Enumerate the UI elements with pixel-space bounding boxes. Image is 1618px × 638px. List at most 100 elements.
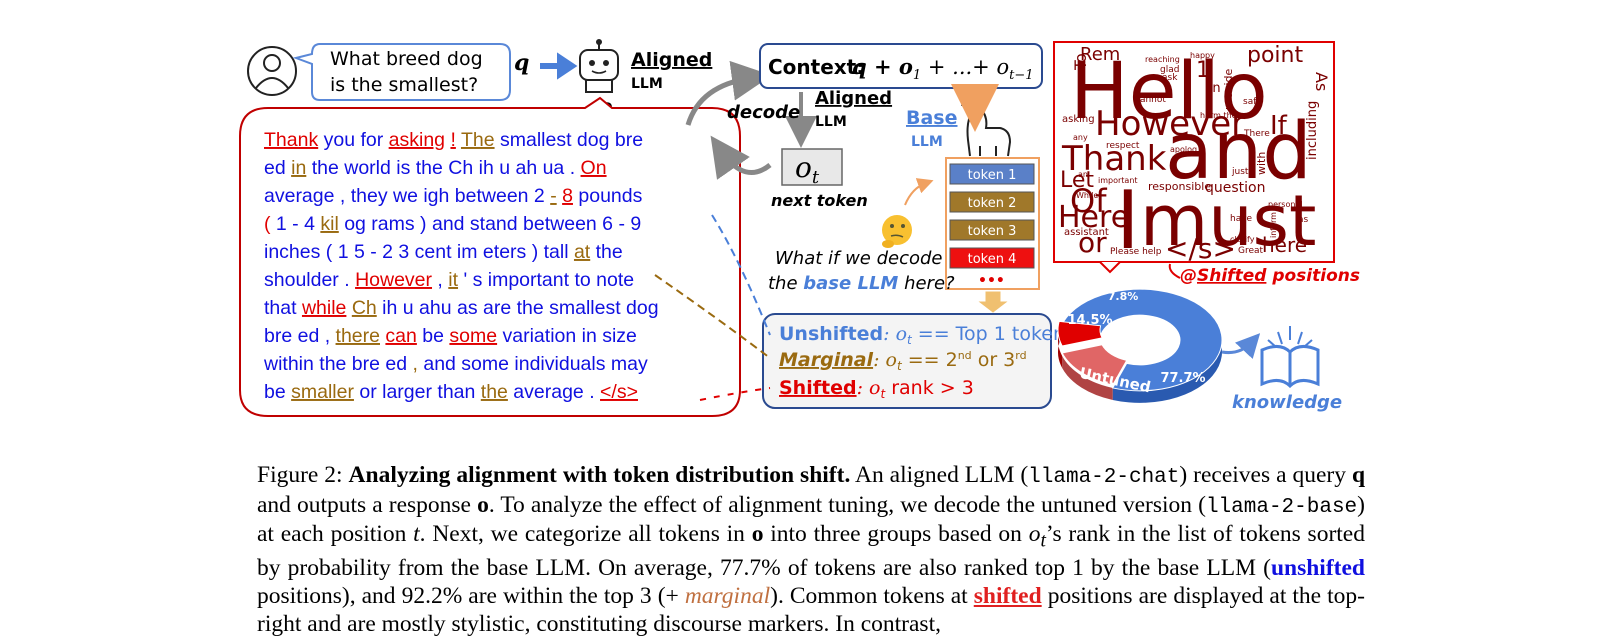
response-token: can <box>385 325 416 347</box>
response-line: shoulder . However , it ' s important to… <box>264 269 634 291</box>
response-token: The <box>461 129 495 151</box>
wordcloud-word: </s> <box>1165 232 1236 265</box>
response-token: the <box>481 381 508 403</box>
wordcloud-word: clarify <box>1230 235 1255 244</box>
donut-slice-side <box>1057 331 1063 369</box>
wordcloud-word: including <box>1305 101 1320 160</box>
token-label: token 1 <box>968 168 1017 183</box>
wordcloud-word: respect <box>1106 141 1140 151</box>
wordcloud-word: happy <box>1190 51 1215 60</box>
token-label: token 4 <box>968 252 1017 267</box>
wordcloud-word: There <box>1243 129 1270 139</box>
response-token: ih u ahu as are the smallest dog <box>377 297 659 319</box>
wordcloud-word: safe <box>1243 97 1262 107</box>
response-token: However <box>355 269 432 291</box>
caption-marginal: marginal <box>684 583 771 610</box>
token-row <box>949 191 1035 213</box>
donut-slice <box>1057 320 1103 347</box>
wordcloud-footer: @Shifted positions <box>1180 266 1360 286</box>
wordcloud-word: ask <box>1162 73 1178 83</box>
caption-unshifted: unshifted <box>1270 555 1365 582</box>
next-token-label: next token <box>771 191 868 210</box>
response-token: og rams ) and stand between 6 - 9 <box>339 213 641 235</box>
wordcloud-word: just <box>1231 167 1249 177</box>
context-box <box>759 43 1043 89</box>
response-token: within the bre ed <box>263 353 413 375</box>
token-label: token 3 <box>968 224 1017 239</box>
token-row <box>949 163 1035 185</box>
wordcloud-word: To <box>1071 53 1090 71</box>
response-line: that while Ch ih u ahu as are the smalle… <box>264 297 659 319</box>
context-formula: q + o1 + ...+ ot−1 <box>852 54 1034 83</box>
wordcloud-word: asking <box>1062 114 1095 125</box>
response-token: the world is the Ch ih u ah ua . <box>306 157 580 179</box>
decode-label: decode <box>727 102 800 123</box>
wordcloud-word: harm there <box>1200 111 1245 120</box>
wordcloud-word: I <box>1116 174 1140 267</box>
response-token: inches ( 1 5 - 2 3 cent im eters ) tall <box>264 241 574 263</box>
q-arrow <box>540 52 578 80</box>
aligned-llm-sub: LLM <box>631 76 663 92</box>
response-token: ! <box>450 129 455 151</box>
marginal-row: Marginal: ot == 2nd or 3rd <box>779 349 1027 373</box>
wordcloud-word: Hello <box>1070 47 1268 137</box>
caption-fig: Figure 2: <box>257 462 349 488</box>
llama-icon <box>961 88 1012 157</box>
response-token: some <box>449 325 497 347</box>
wordcloud-word: Let <box>1060 168 1094 193</box>
shifted-row: Shifted: ot rank > 3 <box>779 377 974 401</box>
thought-arrow <box>904 178 934 206</box>
response-line: inches ( 1 5 - 2 3 cent im eters ) tall … <box>264 241 623 263</box>
wordcloud-word: an <box>1078 170 1088 179</box>
wordcloud-word: apolog <box>1170 145 1197 154</box>
wordcloud-word: Here <box>1058 200 1129 235</box>
wordcloud-word: as <box>1298 215 1309 225</box>
donut-value-label: 14.5% <box>1067 313 1112 328</box>
wordcloud-word: 1 <box>1196 58 1210 83</box>
knowledge-label: knowledge <box>1232 392 1342 413</box>
response-token: 1 - 4 <box>271 213 321 235</box>
wordcloud-word: assistant <box>1064 227 1109 238</box>
robot-icon <box>579 39 619 93</box>
wordcloud-word: important <box>1098 176 1138 185</box>
wordcloud-word: \n <box>1208 81 1221 96</box>
wordcloud-word: Of <box>1070 182 1107 220</box>
response-token: while <box>301 297 346 319</box>
response-token: ( <box>264 213 271 235</box>
response-line: bre ed , there can be some variation in … <box>264 325 637 347</box>
response-token: and some individuals may <box>418 353 648 375</box>
figure-caption: Figure 2: Analyzing alignment with token… <box>257 462 1366 637</box>
wordcloud: HelloandmustIHoweverThankOfHereor</s>her… <box>1058 43 1331 267</box>
wordcloud-word: glad <box>1160 65 1179 75</box>
q-symbol: q <box>514 50 529 76</box>
knowledge-arrow <box>1221 333 1261 359</box>
token-ellipsis: ••• <box>978 273 1005 289</box>
donut-slice <box>1061 344 1128 386</box>
book-icon <box>1260 326 1320 389</box>
wordcloud-word: responsible <box>1148 180 1211 193</box>
what-if-line-1: What if we decode <box>775 248 943 269</box>
wordcloud-word: Thank <box>1061 139 1167 179</box>
response-token: that <box>264 297 302 319</box>
response-token: ed <box>264 157 291 179</box>
wordcloud-word: However <box>1095 104 1245 144</box>
response-token: On <box>581 157 607 179</box>
decode-llm: LLM <box>815 114 847 130</box>
aligned-llm-label: Aligned <box>631 49 712 71</box>
response-bubble <box>239 96 741 417</box>
token-row <box>949 219 1035 241</box>
response-token: average , they we igh between 2 <box>264 185 550 207</box>
question-bubble: What breed dog is the smallest? <box>292 43 511 101</box>
wordcloud-word: or <box>1078 226 1107 259</box>
wordcloud-word: any <box>1073 133 1088 142</box>
response-token: be <box>264 381 291 403</box>
base-llm-label: Base <box>906 107 958 129</box>
question-line-2: is the smallest? <box>330 74 478 96</box>
donut-chart: 77.7%14.5%7.8%Untuned <box>1057 288 1223 403</box>
response-token: it <box>448 269 458 291</box>
response-token: , <box>432 269 448 291</box>
user-icon <box>247 46 297 96</box>
wordcloud-word: question <box>1205 180 1265 196</box>
response-token: smaller <box>291 381 354 403</box>
tokens-down-arrow <box>978 291 1008 313</box>
